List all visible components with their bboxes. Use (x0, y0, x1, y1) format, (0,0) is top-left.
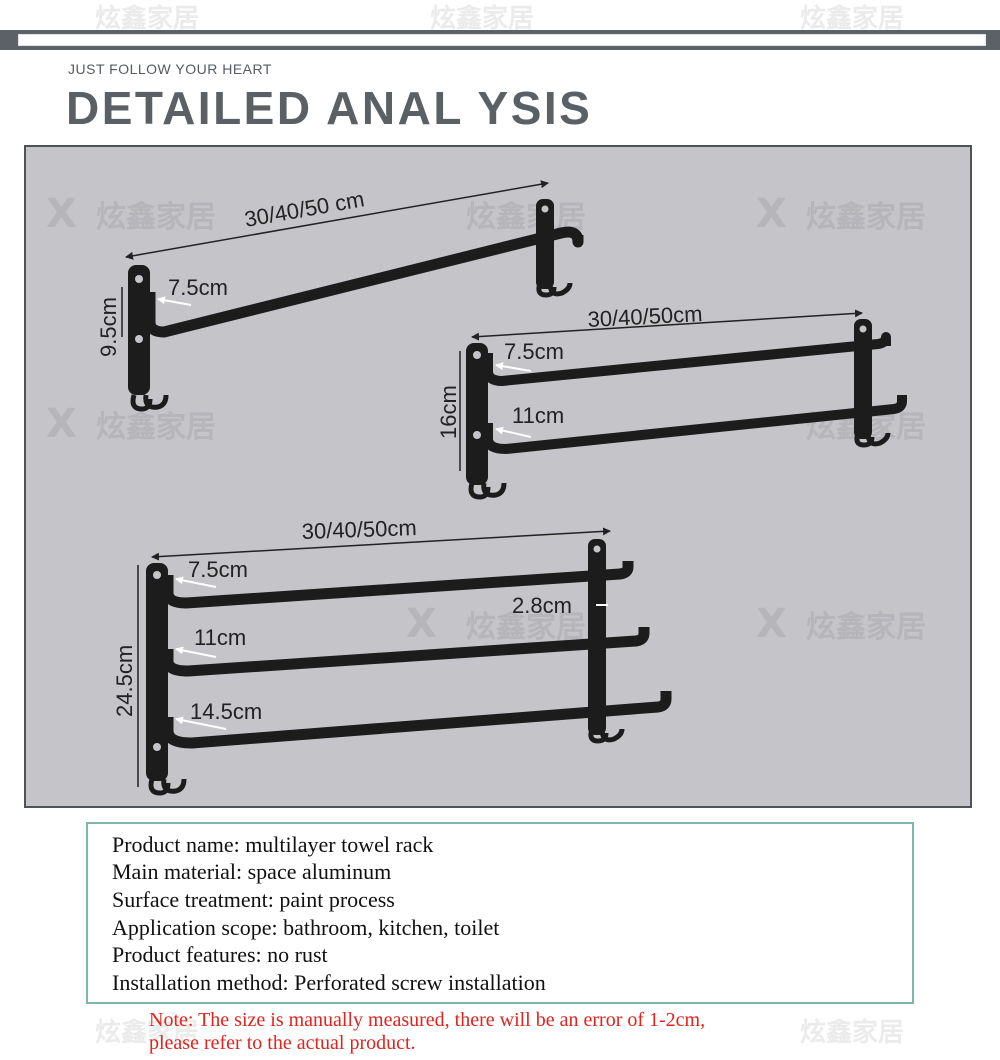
page-subtitle: JUST FOLLOW YOUR HEART (68, 61, 272, 77)
watermark-brand: 炫鑫家居 (96, 200, 216, 235)
rack-double-depth-bottom-label: 11cm (512, 403, 564, 428)
header-bar (0, 30, 1000, 50)
rack-double-height-label: 16cm (436, 385, 461, 439)
rack-single-depth-label: 7.5cm (168, 275, 228, 300)
watermark-logo: X (756, 191, 787, 237)
watermark-brand: 炫鑫家居 (466, 610, 586, 645)
page-title: DETAILED ANAL YSIS (66, 82, 593, 134)
watermark-bottom-right: 炫鑫家居 (800, 1018, 905, 1048)
dimension-diagram: X 炫鑫家居 炫鑫家居 X 炫鑫家居 X 炫鑫家居 炫鑫家居 X 炫鑫家居 X … (24, 145, 972, 808)
towel-rack-drawing: X 炫鑫家居 炫鑫家居 X 炫鑫家居 X 炫鑫家居 炫鑫家居 X 炫鑫家居 X … (46, 180, 926, 796)
rack-double-depth-top-label: 7.5cm (504, 339, 564, 364)
rack-triple-depth-bottom-label: 14.5cm (190, 699, 262, 724)
watermark-brand: 炫鑫家居 (96, 410, 216, 445)
watermark-top-left: 炫鑫家居 (95, 4, 200, 34)
rack-triple-depth-top-label: 7.5cm (188, 557, 248, 582)
watermark-top-middle: 炫鑫家居 (430, 4, 535, 34)
header-bar-inner (18, 34, 986, 46)
spec-product-name: Product name: multilayer towel rack (112, 832, 434, 857)
rack-triple: 30/40/50cm 7.5cm 11cm 14.5cm 2.8cm 24.5c… (112, 515, 672, 796)
rack-single-height-label: 9.5cm (96, 297, 121, 357)
watermark-logo: X (46, 401, 77, 447)
rack-double: 30/40/50cm 7.5cm 11cm 16cm (436, 301, 907, 500)
watermark-top-right: 炫鑫家居 (800, 4, 905, 34)
spec-box: Product name: multilayer towel rack Main… (86, 822, 914, 1004)
rack-triple-thickness-label: 2.8cm (512, 593, 572, 618)
spec-installation: Installation method: Perforated screw in… (112, 970, 546, 995)
rack-triple-depth-middle-label: 11cm (194, 625, 246, 650)
spec-surface: Surface treatment: paint process (112, 887, 395, 912)
watermark-logo: X (406, 601, 437, 647)
watermark-bottom-left: 炫鑫家居 (95, 1018, 200, 1048)
note-line-1: Note: The size is manually measured, the… (149, 1009, 706, 1031)
spec-application: Application scope: bathroom, kitchen, to… (112, 915, 500, 940)
rack-triple-height-label: 24.5cm (112, 645, 137, 717)
watermark-brand: 炫鑫家居 (806, 610, 926, 645)
spec-features: Product features: no rust (112, 942, 328, 967)
note-line-2: please refer to the actual product. (149, 1032, 416, 1054)
watermark-logo: X (756, 601, 787, 647)
rack-triple-length-label: 30/40/50cm (301, 515, 417, 544)
watermark-logo: X (46, 191, 77, 237)
spec-material: Main material: space aluminum (112, 859, 392, 884)
watermark-brand: 炫鑫家居 (806, 200, 926, 235)
rack-double-length-label: 30/40/50cm (587, 301, 703, 332)
